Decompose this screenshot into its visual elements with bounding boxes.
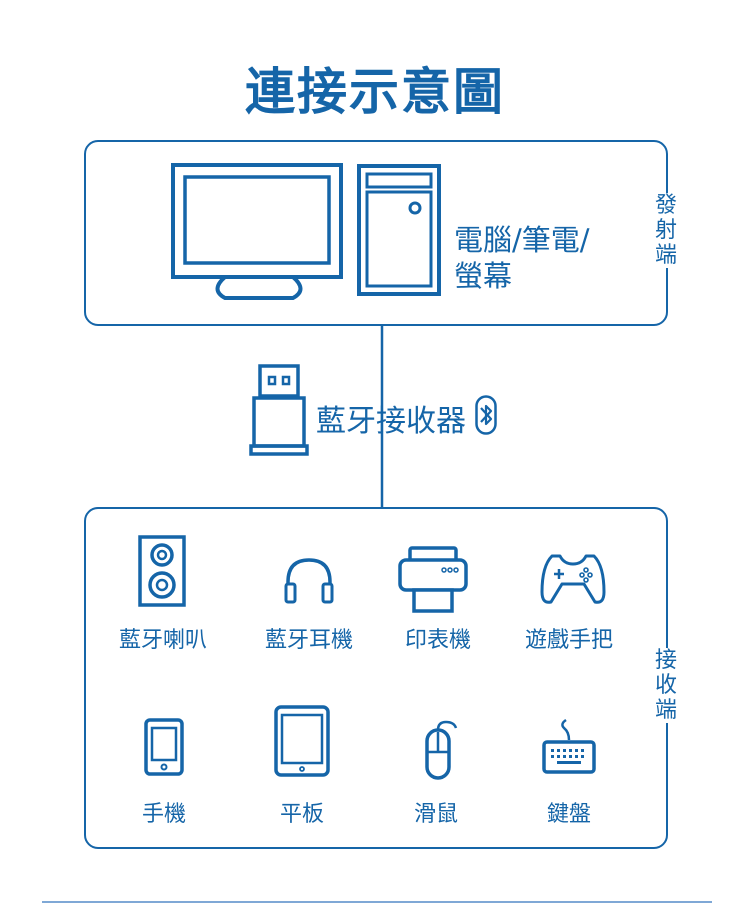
device-label-speaker: 藍牙喇叭 xyxy=(118,628,207,653)
page-title: 連接示意圖 xyxy=(245,63,505,121)
device-label-keyboard: 鍵盤 xyxy=(546,802,591,827)
tablet-icon xyxy=(274,705,330,777)
device-label-mouse: 滑鼠 xyxy=(413,802,458,827)
side-char: 收 xyxy=(654,673,677,698)
bottom-divider xyxy=(42,901,712,903)
device-label-tablet: 平板 xyxy=(279,802,324,827)
side-char: 端 xyxy=(654,243,677,268)
transmitter-side-label: 發 射 端 xyxy=(651,193,681,268)
device-label-headphones: 藍牙耳機 xyxy=(264,628,353,653)
speaker-icon xyxy=(138,535,186,607)
keyboard-icon xyxy=(542,718,596,774)
device-label-printer: 印表機 xyxy=(404,628,471,653)
gamepad-icon xyxy=(540,554,606,604)
side-char: 射 xyxy=(654,218,677,243)
device-label-phone: 手機 xyxy=(141,802,186,827)
computer-label-line1: 電腦/筆電/ xyxy=(454,223,590,257)
printer-icon xyxy=(398,546,468,613)
receiver-dongle-text: 藍牙接收器 xyxy=(316,404,466,439)
computer-tower-icon xyxy=(357,164,441,296)
mouse-icon xyxy=(425,720,458,780)
headphones-icon xyxy=(284,558,334,604)
bluetooth-icon xyxy=(475,395,497,435)
receiver-dongle-label: 藍牙接收器 xyxy=(316,396,466,440)
side-char: 接 xyxy=(654,648,677,673)
monitor-icon xyxy=(171,163,343,300)
side-char: 端 xyxy=(654,698,677,723)
usb-dongle-icon xyxy=(249,364,309,456)
receiver-side-label: 接 收 端 xyxy=(651,648,681,723)
device-label-gamepad: 遊戲手把 xyxy=(524,628,613,653)
side-char: 發 xyxy=(654,193,677,218)
computer-label-line2: 螢幕 xyxy=(454,259,513,293)
connection-line xyxy=(380,326,384,508)
computer-label: 電腦/筆電/ 螢幕 xyxy=(454,222,590,294)
phone-icon xyxy=(144,718,184,776)
